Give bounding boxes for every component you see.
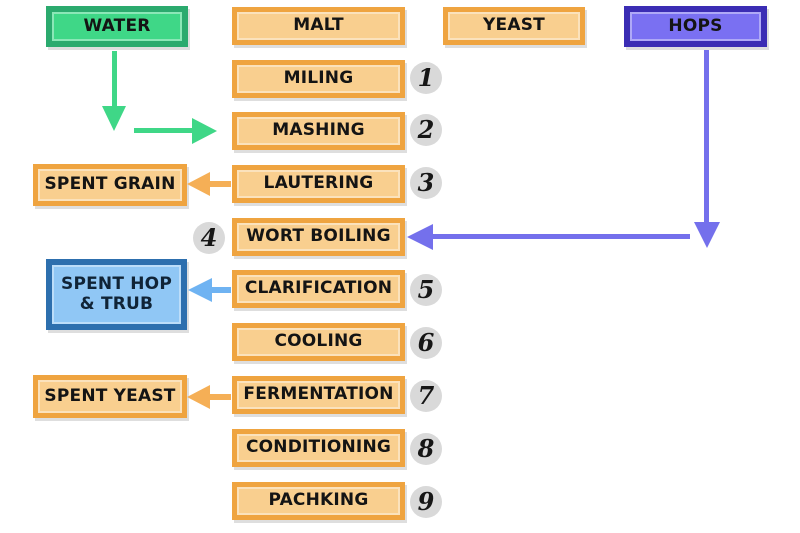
- input-box-water: WATER: [46, 6, 188, 47]
- fermentation-to-spent-yeast-arrow-head: [187, 385, 210, 409]
- step-box-miling: MILING: [232, 60, 405, 98]
- step-number-9: 9: [410, 486, 442, 518]
- water-down-arrow-head: [102, 106, 126, 131]
- lautering-to-spent-grain-arrow-head: [187, 172, 210, 196]
- step-box-pachking: PACHKING: [232, 482, 405, 520]
- step-box-conditioning: CONDITIONING: [232, 429, 405, 467]
- byproduct-box-spent-grain: SPENT GRAIN: [33, 164, 187, 206]
- fermentation-to-spent-yeast-arrow-line: [209, 394, 231, 400]
- byproduct-box-spent-yeast: SPENT YEAST: [33, 375, 187, 418]
- step-number-7: 7: [410, 380, 442, 412]
- step-number-4: 4: [193, 222, 225, 254]
- step-box-cooling: COOLING: [232, 323, 405, 361]
- hops-down-arrow-line: [704, 50, 709, 222]
- byproduct-box-spent-hop-trub: SPENT HOP & TRUB: [46, 259, 187, 330]
- step-box-fermentation: FERMENTATION: [232, 376, 405, 414]
- input-box-yeast: YEAST: [443, 7, 585, 45]
- step-box-lautering: LAUTERING: [232, 165, 405, 203]
- water-to-mashing-arrow-head: [192, 118, 217, 144]
- water-to-mashing-arrow-line: [134, 128, 192, 133]
- step-number-5: 5: [410, 274, 442, 306]
- step-box-mashing: MASHING: [232, 112, 405, 150]
- input-box-hops: HOPS: [624, 6, 767, 47]
- step-number-2: 2: [410, 114, 442, 146]
- step-box-wort-boiling: WORT BOILING: [232, 218, 405, 256]
- hops-to-wort-boiling-arrow-line: [433, 234, 690, 239]
- hops-to-wort-boiling-arrow-head: [407, 224, 433, 250]
- clarification-to-spent-hop-trub-arrow-line: [211, 287, 231, 293]
- step-number-1: 1: [410, 62, 442, 94]
- step-box-clarification: CLARIFICATION: [232, 270, 405, 308]
- step-number-6: 6: [410, 327, 442, 359]
- step-number-8: 8: [410, 433, 442, 465]
- hops-down-arrow-head: [694, 222, 720, 248]
- spent-hop-line2: & TRUB: [79, 293, 154, 314]
- step-number-3: 3: [410, 167, 442, 199]
- clarification-to-spent-hop-trub-arrow-head: [188, 278, 212, 302]
- spent-hop-line1: SPENT HOP: [61, 273, 172, 294]
- input-box-malt: MALT: [232, 7, 405, 45]
- water-down-arrow-line: [112, 51, 117, 106]
- lautering-to-spent-grain-arrow-line: [209, 181, 231, 187]
